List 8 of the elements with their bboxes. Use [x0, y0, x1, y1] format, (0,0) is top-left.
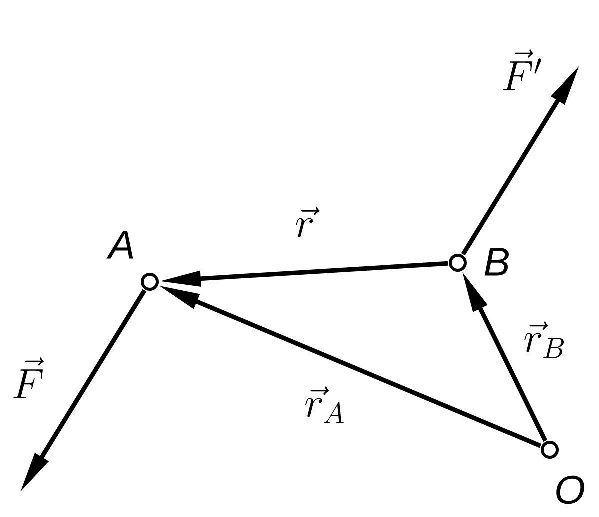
vector-label: $\vec{r}_B$ — [524, 322, 564, 358]
vector-label: $\vec{r}$ — [296, 206, 320, 238]
point-label: A — [106, 231, 134, 259]
point-label: O — [556, 476, 584, 504]
vector-label: $\vec{F}'$ — [503, 50, 542, 90]
vector-label: $\vec{F}$ — [14, 358, 44, 398]
point-label: B — [484, 248, 509, 276]
vector-label: $\vec{r}_A$ — [306, 386, 344, 424]
